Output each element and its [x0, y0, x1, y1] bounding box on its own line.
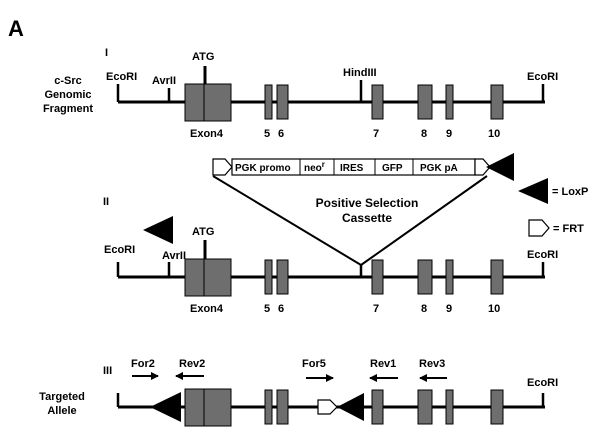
exon-10-box [490, 84, 504, 120]
section-iii-targeted-allele: III Targeted Allele EcoRI For2 Rev2 For5… [39, 358, 558, 427]
side-label-line-2: Genomic [44, 89, 91, 101]
cassette-neo-superscript: r [322, 160, 325, 169]
ii-ecori-right-label: EcoRI [527, 249, 558, 261]
cassette-gfp: GFP [382, 163, 403, 174]
side-label-line-1: c-Src [54, 75, 82, 87]
iii-exon-6-box [276, 389, 289, 425]
side-label-line-3: Fragment [43, 103, 93, 115]
exon-9-label: 9 [446, 128, 452, 140]
ii-exon-5-label: 5 [264, 303, 270, 315]
section-i-genomic-fragment: I c-Src Genomic Fragment EcoRI AvrII ATG… [43, 47, 558, 140]
section-ii-numeral: II [103, 196, 109, 208]
iii-loxp-right-icon [337, 393, 364, 421]
cassette-neo-text: neo [304, 163, 322, 174]
section-iii-numeral: III [103, 365, 112, 377]
ii-exon-4-label: Exon4 [190, 303, 224, 315]
exon-6-label: 6 [278, 128, 284, 140]
ii-ecori-left-label: EcoRI [104, 244, 135, 256]
primer-rev2-label: Rev2 [179, 358, 205, 370]
iii-exon-8-box [417, 389, 433, 425]
positive-selection-cassette: PGK promo neor IRES GFP PGK pA Positive … [212, 153, 514, 266]
primer-rev3-label: Rev3 [419, 358, 445, 370]
exon-8-label: 8 [421, 128, 427, 140]
insertion-line-left [212, 175, 362, 266]
frt-left-icon [212, 158, 233, 176]
exon-5-label: 5 [264, 128, 270, 140]
primer-for5-label: For5 [302, 358, 326, 370]
ecori-right-label: EcoRI [527, 71, 558, 83]
cassette-caption-line-2: Cassette [342, 211, 392, 225]
cassette-pgk-promo: PGK promo [235, 163, 291, 174]
iii-frt-icon [317, 399, 338, 415]
legend-frt-label: = FRT [553, 223, 584, 235]
exon-9-box [445, 84, 454, 120]
exon-5-box [264, 84, 273, 120]
ii-exon-5-box [264, 259, 273, 295]
exon-8-box [417, 84, 433, 120]
iii-exon-5-box [264, 389, 273, 425]
ii-exon-9-label: 9 [446, 303, 452, 315]
hindiii-label: HindIII [343, 67, 377, 79]
cassette-ires: IRES [340, 163, 364, 174]
insertion-line-right [360, 175, 488, 266]
exon-4-label: Exon4 [190, 128, 224, 140]
iii-exon-9-box [445, 389, 454, 425]
cassette-pgk-pa: PGK pA [420, 163, 458, 174]
ii-exon-6-label: 6 [278, 303, 284, 315]
ecori-left-label: EcoRI [106, 71, 137, 83]
exon-6-box [276, 84, 289, 120]
legend-loxp-icon [518, 178, 548, 204]
ii-avrii-label: AvrII [162, 250, 186, 262]
cassette-caption-line-1: Positive Selection [316, 196, 419, 210]
section-i-numeral: I [105, 47, 108, 59]
avrii-label: AvrII [152, 75, 176, 87]
ii-exon-9-box [445, 259, 454, 295]
ii-exon-8-box [417, 259, 433, 295]
ii-exon-7-box [371, 259, 384, 295]
section-ii-targeting-vector: II EcoRI AvrII ATG EcoRI Exon4 5 6 7 8 9… [103, 196, 558, 315]
loxp-left-icon [143, 216, 173, 244]
iii-exon-4-box [184, 388, 232, 427]
ii-exon-10-label: 10 [488, 303, 500, 315]
allele-label-line-2: Allele [47, 405, 76, 417]
exon-4-box [184, 83, 232, 122]
iii-loxp-left-icon [150, 392, 181, 422]
primer-for2-label: For2 [131, 358, 155, 370]
cassette-neo: neor [304, 160, 325, 174]
ii-exon-4-box [184, 258, 232, 297]
ii-exon-7-label: 7 [373, 303, 379, 315]
legend-frt-icon [528, 219, 550, 237]
iii-ecori-right-label: EcoRI [527, 377, 558, 389]
exon-10-label: 10 [488, 128, 500, 140]
loxp-cassette-icon [486, 153, 514, 181]
ii-exon-10-box [490, 259, 504, 295]
frt-right-icon [474, 158, 491, 176]
exon-7-box [371, 84, 384, 120]
iii-exon-7-box [371, 389, 384, 425]
ii-atg-label: ATG [192, 226, 214, 238]
legend-loxp-label: = LoxP [552, 186, 588, 198]
allele-label-line-1: Targeted [39, 391, 85, 403]
legend: = LoxP = FRT [518, 178, 588, 237]
panel-label: A [8, 16, 24, 41]
exon-7-label: 7 [373, 128, 379, 140]
iii-exon-10-box [490, 389, 504, 425]
atg-label: ATG [192, 51, 214, 63]
primer-rev1-label: Rev1 [370, 358, 396, 370]
ii-exon-6-box [276, 259, 289, 295]
ii-exon-8-label: 8 [421, 303, 427, 315]
